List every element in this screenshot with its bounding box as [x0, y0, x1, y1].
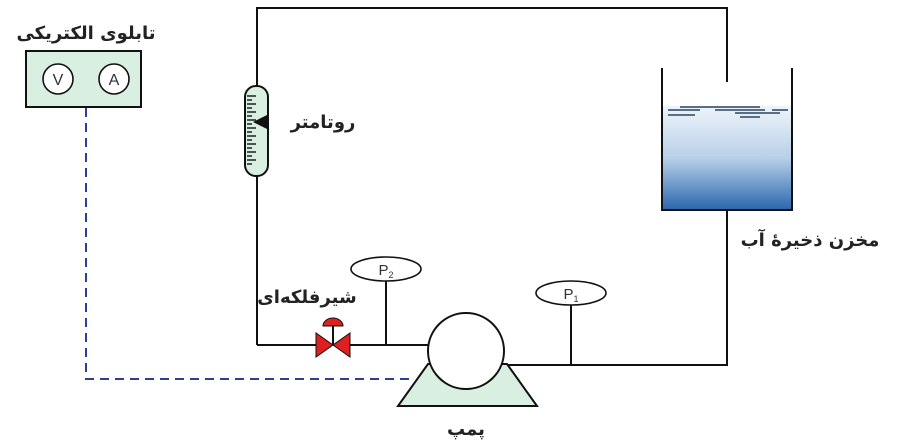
pump-label: پمپ	[447, 419, 485, 440]
voltmeter-dial	[42, 63, 74, 95]
globe-valve	[315, 317, 351, 358]
pipe-return	[256, 7, 728, 90]
electrical-panel: V A	[25, 50, 142, 108]
pressure-gauge-p2: P2	[350, 256, 422, 282]
water-volume	[662, 106, 792, 210]
p1-label: P1	[563, 286, 578, 304]
tank-walls	[661, 68, 793, 211]
p1-gauge-body	[535, 280, 607, 306]
ammeter-symbol: A	[109, 72, 120, 89]
pipe-loop	[256, 7, 728, 366]
rotameter	[244, 85, 269, 177]
p2-label: P2	[378, 262, 393, 280]
rotameter-label: روتامتر	[290, 112, 356, 133]
electrical-panel-label: تابلوی الکتریکی	[16, 23, 155, 44]
water-surface-lines	[668, 106, 788, 118]
power-cable	[85, 108, 411, 380]
valve-body-right	[332, 332, 351, 358]
ammeter-dial	[98, 63, 130, 95]
rotameter-float	[253, 114, 269, 130]
pump	[396, 312, 539, 407]
valve-body-left	[315, 332, 334, 358]
p2-gauge-body	[350, 256, 422, 282]
pipe-suction	[502, 210, 728, 366]
globe-valve-label: شیرفلکه‌ای	[257, 287, 356, 308]
rotameter-scale	[247, 95, 256, 165]
valve-handwheel	[322, 317, 344, 327]
pump-casing	[427, 312, 505, 390]
water-tank	[661, 68, 793, 211]
voltmeter-symbol: V	[53, 72, 64, 89]
water-tank-label: مخزن ذخیرهٔ آب	[741, 228, 880, 251]
pressure-gauge-p1: P1	[535, 280, 607, 306]
